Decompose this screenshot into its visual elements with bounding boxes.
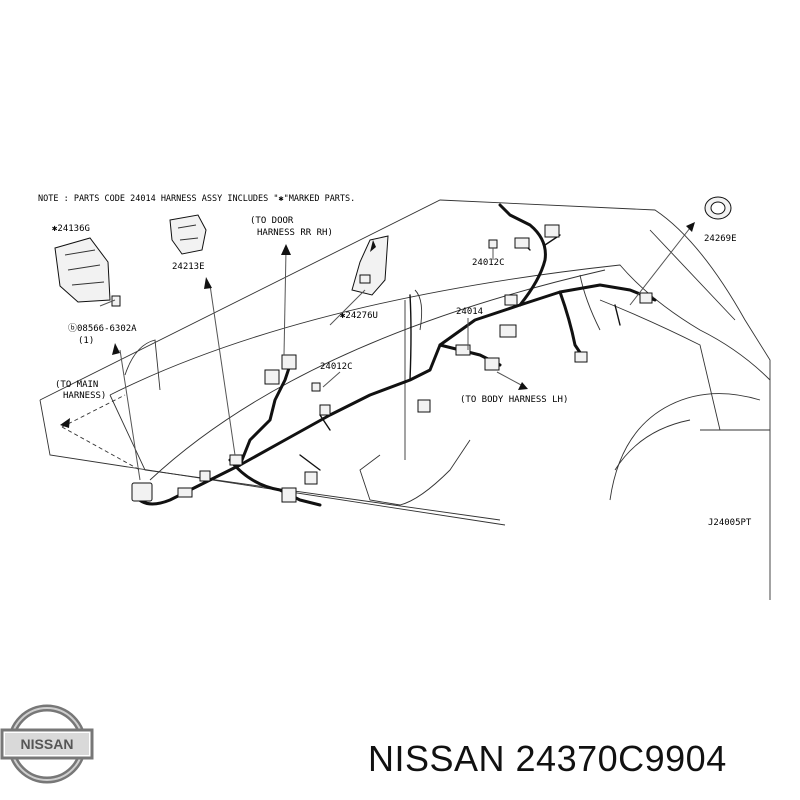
- label-to-main-line1: (TO MAIN: [55, 380, 98, 390]
- to-main-harness-guide: [61, 394, 141, 471]
- product-caption: NISSAN 24370C9904: [368, 738, 727, 779]
- label-to-door-line2: HARNESS RR RH): [257, 228, 333, 238]
- label-to-door-line1: (TO DOOR: [250, 216, 294, 226]
- label-24012c-top: 24012C: [472, 258, 505, 268]
- nissan-logo: NISSAN: [0, 704, 94, 784]
- label-24014: 24014: [456, 307, 483, 317]
- label-08566-qty: (1): [78, 336, 94, 346]
- diagram-note: NOTE : PARTS CODE 24014 HARNESS ASSY INC…: [38, 194, 355, 204]
- label-24213e: 24213E: [172, 262, 205, 272]
- harness-connectors: [131, 224, 653, 503]
- part-24136g-illustration: [54, 237, 121, 307]
- label-08566-6302a: ⓑ08566-6302A: [68, 323, 137, 334]
- part-24269e-illustration: [704, 196, 732, 220]
- nissan-logo-text: NISSAN: [21, 736, 74, 752]
- label-to-body-harness: (TO BODY HARNESS LH): [460, 395, 568, 405]
- figure-code: J24005PT: [708, 518, 752, 528]
- label-to-main-line2: HARNESS): [63, 391, 106, 401]
- part-24276u-illustration: [351, 235, 389, 296]
- label-24012c-mid: 24012C: [320, 362, 353, 372]
- label-24276u: ✱24276U: [340, 311, 378, 321]
- label-24269e: 24269E: [704, 234, 737, 244]
- car-body-outline: [39, 199, 771, 600]
- part-24213e-illustration: [169, 214, 207, 255]
- leader-lines: [99, 227, 691, 481]
- direction-arrows: [60, 222, 695, 428]
- label-24136g: ✱24136G: [52, 224, 90, 234]
